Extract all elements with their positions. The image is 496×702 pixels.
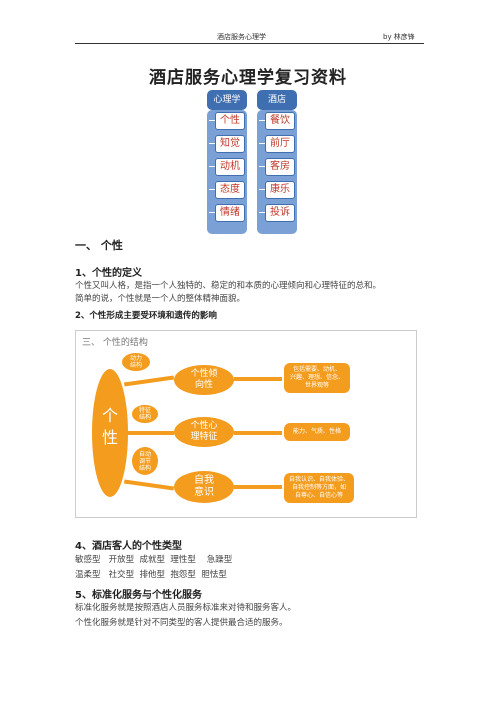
concept-item: 态度 xyxy=(215,181,245,199)
arrow xyxy=(123,479,175,491)
connector xyxy=(259,120,265,121)
arrow xyxy=(126,431,174,435)
traits-details-box: 能力、气质、性格 xyxy=(284,423,350,441)
concept-map-left-head: 心理学 xyxy=(207,90,247,110)
arrow xyxy=(234,431,282,435)
document-title: 酒店服务心理学复习资料 xyxy=(149,68,347,88)
personality-structure-diagram: 三、 个性的结构 个 性 动力 结构 特征 结构 自动 调节 结构 个性倾 向性… xyxy=(75,330,417,518)
connector xyxy=(209,189,215,190)
paragraph: 简单的说，个性就是一个人的整体精神面貌。 xyxy=(75,294,246,304)
personality-types-row: 温柔型 社交型 排他型 抱怨型 胆怯型 xyxy=(75,570,227,580)
self-regulation-ellipse: 自动 调节 结构 xyxy=(132,447,158,475)
header-divider xyxy=(75,43,424,44)
dynamic-structure-ellipse: 动力 结构 xyxy=(122,353,150,371)
header-author: by 林彦锋 xyxy=(383,33,415,41)
personality-tendency-ellipse: 个性倾 向性 xyxy=(174,365,234,395)
self-awareness-details-box: 自我认识、自我体验、 自我控制等方面，如 自尊心、自信心等 xyxy=(284,473,354,503)
concept-item: 康乐 xyxy=(265,181,295,199)
arrow xyxy=(234,377,282,381)
connector xyxy=(209,143,215,144)
arrow xyxy=(234,485,282,489)
paragraph: 个性化服务就是针对不同类型的客人提供最合适的服务。 xyxy=(75,618,288,628)
diagram-title: 三、 个性的结构 xyxy=(82,338,148,348)
paragraph: 个性又叫人格，是指一个人独特的、稳定的和本质的心理倾向和心理特征的总和。 xyxy=(75,281,382,291)
subsection-heading: 4、酒店客人的个性类型 xyxy=(75,541,182,552)
concept-item: 动机 xyxy=(215,158,245,176)
tendency-details-box: 包括需要、动机、 兴趣、理想、信念、 世界观等 xyxy=(284,363,350,393)
self-awareness-ellipse: 自我 意识 xyxy=(174,471,234,503)
psychological-traits-ellipse: 个性心 理特征 xyxy=(174,417,234,447)
connector xyxy=(259,189,265,190)
concept-item: 情绪 xyxy=(215,204,245,222)
subsection-heading: 1、个性的定义 xyxy=(75,268,142,279)
connector xyxy=(209,166,215,167)
concept-map-right-head: 酒店 xyxy=(257,90,297,110)
subsection-heading: 5、标准化服务与个性化服务 xyxy=(75,590,202,601)
connector xyxy=(259,143,265,144)
concept-item: 前厅 xyxy=(265,135,295,153)
connector xyxy=(209,120,215,121)
concept-item: 投诉 xyxy=(265,204,295,222)
trait-structure-ellipse: 特征 结构 xyxy=(132,405,158,423)
personality-ellipse: 个 性 xyxy=(92,369,128,497)
concept-item: 知觉 xyxy=(215,135,245,153)
arrow xyxy=(123,375,175,387)
paragraph: 标准化服务就是按照酒店人员服务标准来对待和服务客人。 xyxy=(75,603,297,613)
concept-item: 客房 xyxy=(265,158,295,176)
connector xyxy=(259,212,265,213)
section-heading: 一、 个性 xyxy=(75,239,123,252)
header-title: 酒店服务心理学 xyxy=(217,33,266,41)
concept-map: 心理学 酒店 个性 知觉 动机 态度 情绪 餐饮 前厅 客房 康乐 投诉 xyxy=(207,90,297,234)
personality-types-row: 敏感型 开放型 成就型 理性型 急躁型 xyxy=(75,555,233,565)
subsection-heading: 2、个性形成主要受环境和遗传的影响 xyxy=(75,311,217,321)
connector xyxy=(259,166,265,167)
connector xyxy=(209,212,215,213)
concept-item: 个性 xyxy=(215,112,245,130)
concept-item: 餐饮 xyxy=(265,112,295,130)
